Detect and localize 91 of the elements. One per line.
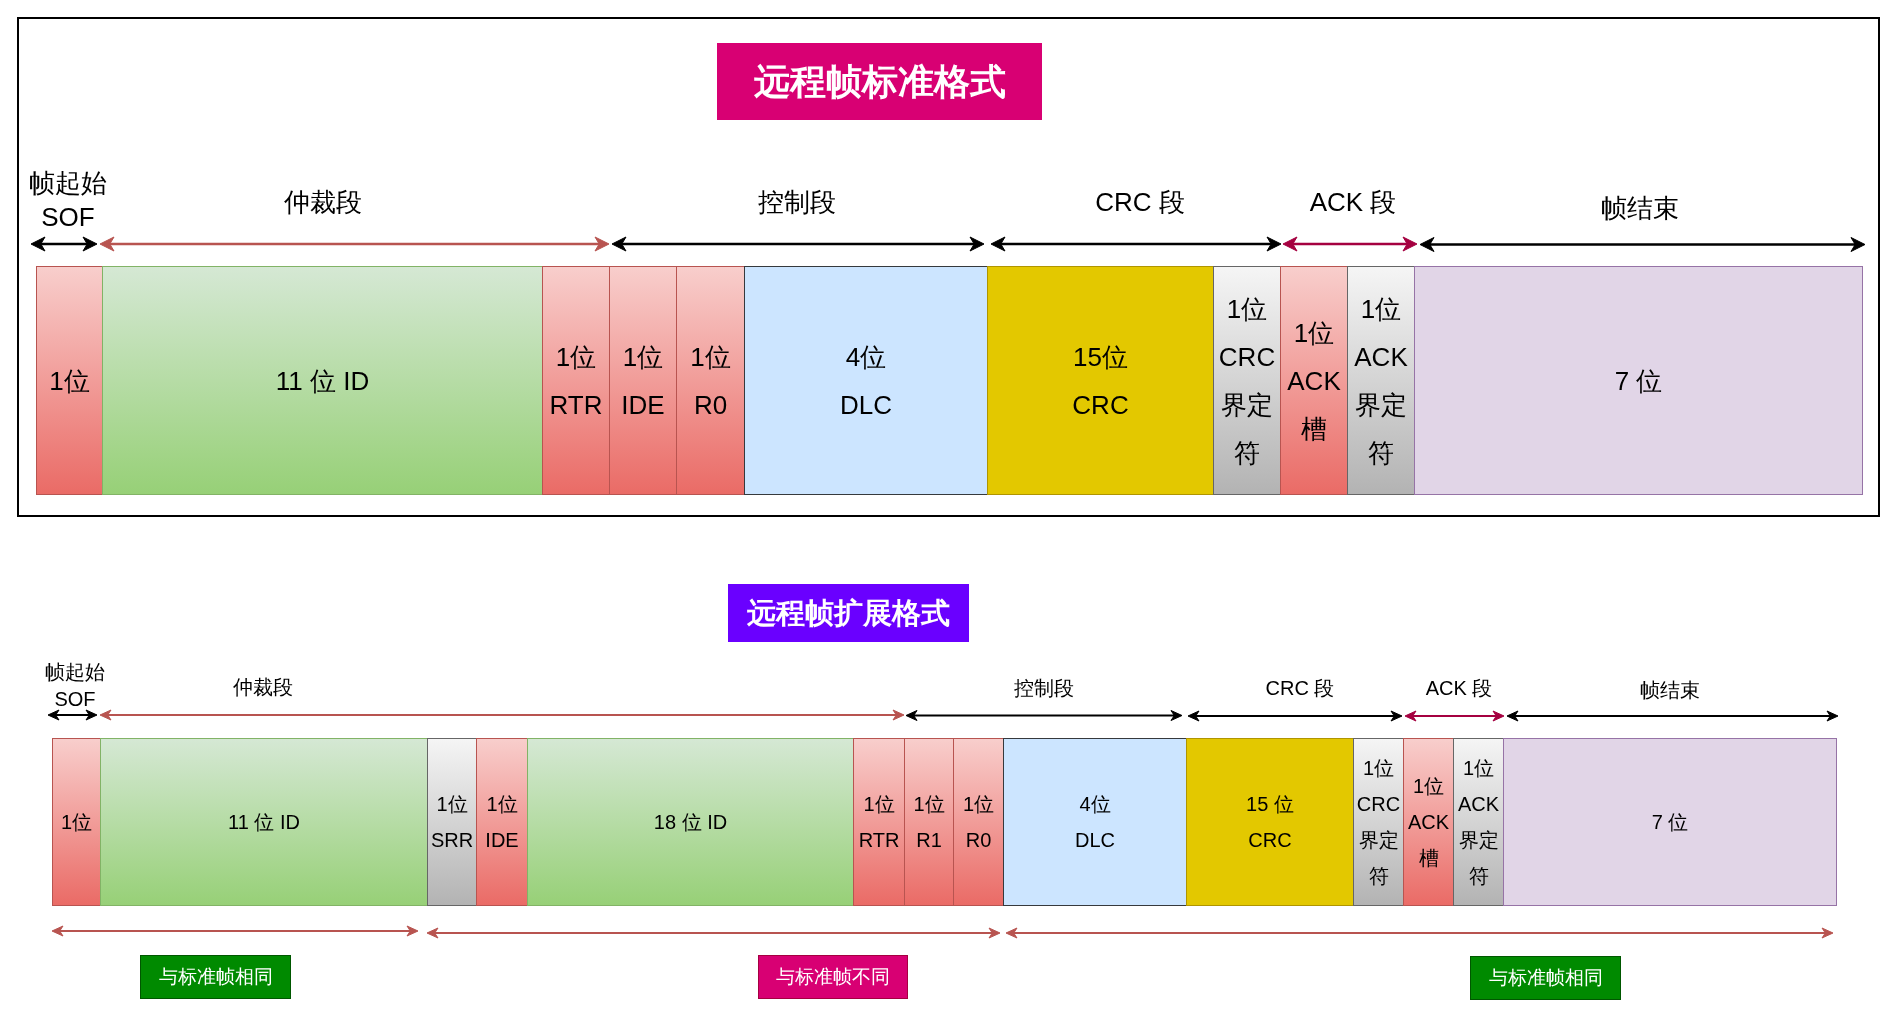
- field-text: 15位: [1073, 340, 1128, 374]
- field-text: 1位: [486, 792, 518, 817]
- field-text: 11 位 ID: [275, 364, 370, 398]
- field-text: 1位: [1360, 292, 1402, 326]
- segment-label: 控制段: [758, 186, 836, 219]
- segment-label: ACK 段: [1309, 186, 1397, 219]
- note-text: 与标准帧不同: [776, 965, 890, 989]
- field-text: 1位: [1412, 774, 1445, 799]
- outer-frame: [17, 17, 1880, 517]
- field-text: 1位: [863, 792, 895, 817]
- field-text: CRC: [1248, 828, 1292, 853]
- heading-text: 远程帧扩展格式: [747, 596, 950, 631]
- field-text: 15 位: [1246, 792, 1294, 817]
- note-tag: [140, 955, 291, 999]
- field-text: CRC 界定符: [1355, 792, 1402, 889]
- field-text: 1位: [49, 364, 90, 398]
- field-text: ACK 界定符: [1456, 792, 1501, 889]
- bit-field: [476, 738, 528, 906]
- field-text: 1位: [436, 792, 468, 817]
- field-text: ACK 槽: [1286, 364, 1342, 446]
- segment-label: 帧起始 SOF: [44, 660, 106, 712]
- bit-field: [904, 738, 954, 906]
- field-text: 7 位: [1614, 364, 1663, 398]
- field-text: 1位: [60, 810, 93, 835]
- field-text: 1位: [962, 792, 995, 817]
- field-text: SRR: [430, 828, 474, 853]
- field-text: 1位: [622, 340, 664, 374]
- segment-label: 帧起始 SOF: [28, 167, 108, 234]
- field-text: CRC: [1072, 388, 1129, 422]
- note-text: 与标准帧相同: [158, 965, 273, 989]
- bit-field: [1280, 266, 1348, 495]
- segment-label: 仲裁段: [233, 674, 293, 700]
- segment-label: 仲裁段: [284, 186, 362, 219]
- bit-field: [52, 738, 101, 906]
- bit-field: [853, 738, 905, 906]
- segment-label: CRC 段: [1265, 675, 1335, 701]
- segment-label: 帧结束: [1640, 677, 1700, 703]
- field-text: 1位: [1293, 316, 1335, 350]
- bit-field: [1453, 738, 1504, 906]
- field-text: 1位: [913, 792, 945, 817]
- field-text: DLC: [1075, 828, 1115, 853]
- bit-field: [102, 266, 543, 495]
- heading-banner: [717, 43, 1042, 120]
- segment-label: CRC 段: [1095, 186, 1185, 219]
- heading-text: 远程帧标准格式: [753, 59, 1006, 104]
- bit-field: [609, 266, 677, 495]
- field-text: IDE: [485, 828, 519, 853]
- field-text: 1位: [1226, 292, 1268, 326]
- bit-field: [427, 738, 477, 906]
- field-text: R1: [916, 828, 942, 853]
- field-text: DLC: [840, 388, 892, 422]
- note-tag: [1470, 956, 1621, 1000]
- field-text: R0: [693, 388, 728, 422]
- segment-label: 控制段: [1014, 675, 1074, 701]
- bit-field: [1186, 738, 1354, 906]
- bit-field: [744, 266, 988, 495]
- bit-field: [1414, 266, 1863, 495]
- field-text: R0: [965, 828, 992, 853]
- segment-label: ACK 段: [1425, 675, 1493, 701]
- heading-banner: [728, 584, 969, 642]
- field-text: RTR: [858, 828, 900, 853]
- bit-field: [1003, 738, 1187, 906]
- bit-field: [36, 266, 103, 495]
- bit-field: [676, 266, 745, 495]
- bit-field: [1213, 266, 1281, 495]
- bit-field: [1503, 738, 1837, 906]
- field-text: 4位: [845, 340, 887, 374]
- field-text: 18 位 ID: [653, 810, 728, 835]
- field-text: 7 位: [1651, 810, 1689, 835]
- bit-field: [987, 266, 1214, 495]
- field-text: 4位: [1079, 792, 1111, 817]
- field-text: ACK 界定符: [1353, 340, 1409, 470]
- note-text: 与标准帧相同: [1488, 966, 1603, 990]
- bit-field: [953, 738, 1004, 906]
- field-text: 1位: [690, 340, 731, 374]
- bit-field: [1353, 738, 1404, 906]
- bit-field: [527, 738, 854, 906]
- bit-field: [100, 738, 428, 906]
- field-text: RTR: [549, 388, 603, 422]
- note-tag: [758, 955, 908, 999]
- field-text: 11 位 ID: [228, 810, 300, 835]
- bit-field: [542, 266, 610, 495]
- field-text: ACK 槽: [1406, 810, 1451, 871]
- field-text: 1位: [555, 340, 597, 374]
- field-text: CRC 界定符: [1217, 340, 1277, 470]
- field-text: 1位: [1362, 756, 1395, 781]
- field-text: IDE: [621, 388, 665, 422]
- field-text: 1位: [1462, 756, 1495, 781]
- bit-field: [1347, 266, 1415, 495]
- segment-label: 帧结束: [1601, 192, 1679, 225]
- bit-field: [1403, 738, 1454, 906]
